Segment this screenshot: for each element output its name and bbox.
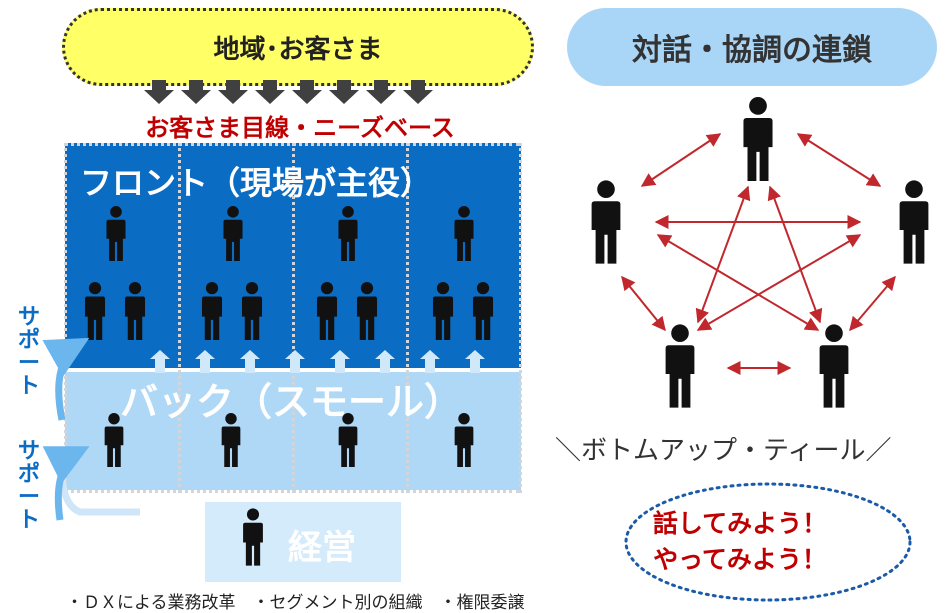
person-icon bbox=[221, 413, 241, 467]
support-label-lower: サ ポ ー ト bbox=[17, 439, 40, 533]
double-arrow-icon bbox=[696, 234, 862, 331]
down-arrow-icon bbox=[218, 80, 248, 104]
person-icon bbox=[472, 282, 494, 340]
person-icon bbox=[665, 324, 695, 408]
column-bottom-border bbox=[64, 490, 520, 493]
dialogue-title-box: 対話・協調の連鎖 bbox=[567, 8, 937, 86]
up-arrows bbox=[150, 350, 485, 373]
column-divider bbox=[64, 143, 67, 493]
bubble-line-1: 話してみよう！ bbox=[652, 509, 828, 538]
person-icon bbox=[432, 282, 454, 340]
column-divider bbox=[292, 143, 295, 493]
up-arrow-icon bbox=[330, 350, 350, 373]
column-divider bbox=[178, 143, 181, 493]
support-arrows bbox=[42, 337, 140, 521]
support-label-upper: サ ポ ー ト bbox=[17, 305, 40, 399]
double-arrow-icon bbox=[621, 275, 666, 332]
person-icon bbox=[338, 206, 358, 261]
column-divider bbox=[519, 143, 522, 493]
management-person bbox=[243, 508, 263, 566]
bubble-text: 話してみよう！ やってみよう！ bbox=[640, 506, 840, 578]
down-arrow-icon bbox=[403, 80, 433, 104]
down-arrow-icon bbox=[329, 80, 359, 104]
double-arrow-icon bbox=[796, 133, 882, 187]
up-arrow-icon bbox=[285, 350, 305, 373]
column-top-border bbox=[64, 143, 520, 146]
customers-box: 地域･お客さま bbox=[62, 8, 534, 86]
person-icon bbox=[223, 206, 243, 261]
double-arrow-icon bbox=[849, 275, 896, 332]
bottom-note: ・ＤＸによる業務改革 ・セグメント別の組織 ・権限委譲 bbox=[66, 593, 525, 613]
bubble-line-2: やってみよう！ bbox=[653, 545, 827, 574]
person-icon bbox=[243, 508, 263, 566]
double-arrow-icon bbox=[695, 185, 751, 324]
double-arrow-icon bbox=[640, 133, 722, 187]
up-arrow-icon bbox=[375, 350, 395, 373]
management-box bbox=[205, 502, 401, 582]
down-arrow-icon bbox=[181, 80, 211, 104]
dialogue-title: 対話・協調の連鎖 bbox=[632, 33, 872, 68]
person-icon bbox=[316, 282, 338, 340]
down-arrow-icon bbox=[292, 80, 322, 104]
customers-label: 地域･お客さま bbox=[213, 34, 383, 65]
column-divider bbox=[406, 143, 409, 493]
up-arrow-icon bbox=[240, 350, 260, 373]
person-icon bbox=[743, 97, 773, 181]
person-icon bbox=[454, 206, 474, 261]
needs-label: お客さま目線・ニーズベース bbox=[145, 114, 455, 142]
up-arrow-icon bbox=[150, 350, 170, 373]
person-icon bbox=[899, 180, 929, 264]
person-icon bbox=[356, 282, 378, 340]
curved-arrow-icon bbox=[58, 469, 140, 516]
person-icon bbox=[819, 324, 849, 408]
up-arrow-icon bbox=[465, 350, 485, 373]
person-icon bbox=[241, 282, 263, 340]
curved-arrow-icon bbox=[42, 446, 90, 521]
pentagram-network bbox=[591, 97, 929, 408]
down-arrows bbox=[144, 80, 433, 104]
person-icon bbox=[201, 282, 223, 340]
person-icon bbox=[338, 413, 358, 467]
down-arrow-icon bbox=[366, 80, 396, 104]
bottom-up-label: ＼ボトムアップ・ティール／ bbox=[555, 436, 892, 466]
person-icon bbox=[106, 206, 126, 261]
front-title: フロント（現場が主役） bbox=[80, 164, 433, 202]
up-arrow-icon bbox=[420, 350, 440, 373]
speech-bubble bbox=[624, 482, 912, 602]
curved-arrow-icon bbox=[42, 337, 90, 421]
person-icon bbox=[454, 413, 474, 467]
up-arrow-icon bbox=[195, 350, 215, 373]
person-icon bbox=[591, 180, 621, 264]
down-arrow-icon bbox=[255, 80, 285, 104]
down-arrow-icon bbox=[144, 80, 174, 104]
management-label: 経営 bbox=[288, 528, 356, 568]
back-title: バック（スモール） bbox=[120, 380, 463, 424]
double-arrow-icon bbox=[767, 185, 823, 324]
